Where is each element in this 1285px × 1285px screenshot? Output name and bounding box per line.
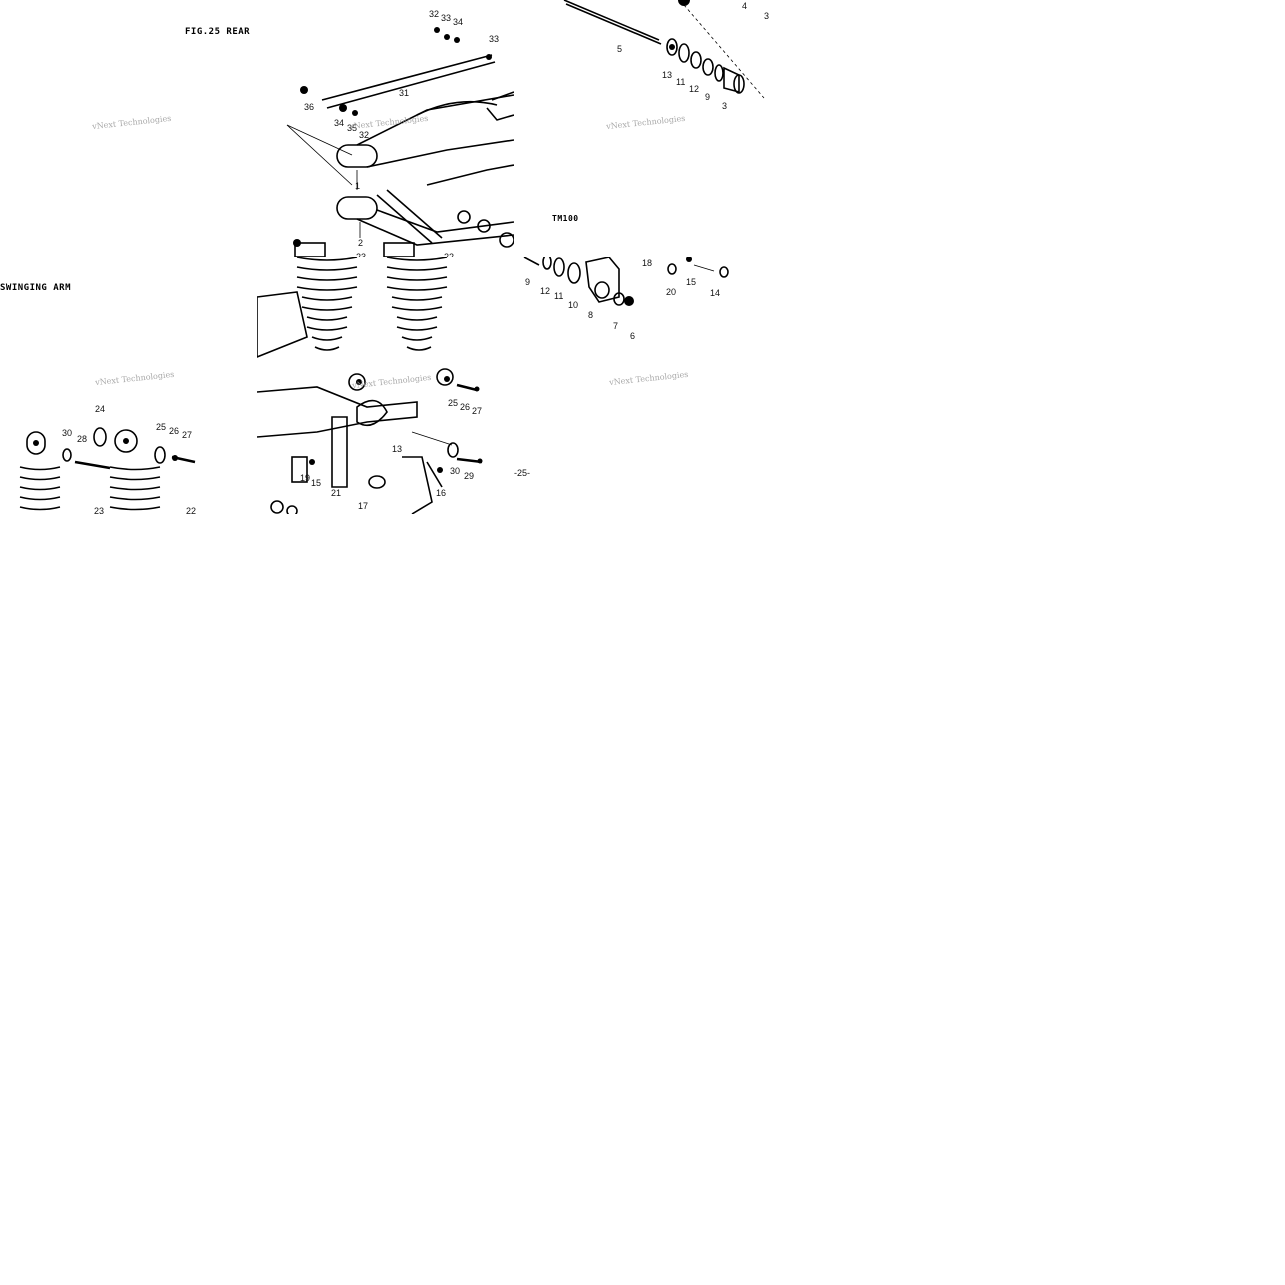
callout: 34 [334,118,345,128]
callout: 32 [359,130,370,140]
callout: 30 [450,466,461,476]
callout: 5 [617,44,623,54]
callout: 25 [156,422,167,432]
callout: 23 [356,252,367,258]
callout: 30 [62,428,73,438]
callout: 9 [705,92,711,102]
callout: 26 [460,402,471,412]
callout: 22 [444,252,455,258]
callout: 16 [436,488,447,498]
callout: 8 [588,310,594,320]
callout: 23 [94,506,105,515]
diagram-tile-bottom-middle: 25 26 27 13 30 29 19 15 21 16 17 vNext T… [257,257,514,514]
callout: 21 [331,488,342,498]
callout: 11 [676,77,686,87]
callout: 29 [464,471,475,481]
callout: 28 [77,434,88,444]
callout: 20 [666,287,677,297]
callout: 26 [169,426,180,436]
callout: 10 [568,300,579,310]
callout: 14 [710,288,721,298]
swinging-arm-drawing [286,27,514,257]
callout: 33 [441,13,452,23]
callout: 27 [472,406,483,416]
callout: 13 [662,70,673,80]
diagram-tile-top-right: 4 3 5 13 11 12 9 3 TM100 vNext Technolog… [514,0,771,257]
callout: 24 [95,404,106,414]
page-number: -25- [514,468,531,478]
diagram-tile-bottom-right: 18 9 12 11 10 8 7 6 20 15 14 vNext Techn… [514,257,771,514]
shock-and-frame-drawing [257,257,483,514]
shock-absorber-drawing [19,427,196,511]
diagram-tile-bottom-left: SWINGING ARM 24 30 28 25 26 27 23 22 vNe… [0,257,257,514]
callout: 2 [358,238,364,248]
callout: 35 [347,123,358,133]
callout: 18 [642,258,653,268]
callout: 15 [311,478,322,488]
callout: 27 [182,430,193,440]
callout: 4 [742,1,748,11]
watermark: vNext Technologies [91,113,172,132]
callout: 3 [764,11,770,21]
callout: 13 [392,444,403,454]
section-title: SWINGING ARM [0,283,72,293]
callout: 19 [300,473,311,483]
callout: 22 [186,506,197,515]
callout: 25 [448,398,459,408]
pivot-shaft-drawing [563,0,765,99]
pivot-bushing-drawing [523,257,729,306]
callout: 15 [686,277,697,287]
callout: 1 [355,181,361,191]
diagram-tile-top-left: FIG.25 REAR vNext Technologies [0,0,257,257]
callout: 33 [489,34,500,44]
model-label: TM100 [552,214,579,223]
callout: 12 [689,84,700,94]
callout: 31 [399,88,410,98]
callout: 32 [429,9,440,19]
callout: 36 [304,102,315,112]
callout: 3 [722,101,728,111]
callout: 9 [525,277,531,287]
callout: 6 [630,331,636,341]
callout: 12 [540,286,551,296]
callout: 17 [358,501,369,511]
callout: 11 [554,291,564,301]
diagram-tile-top-middle: 32 33 34 33 36 31 34 35 32 1 2 23 22 vNe… [257,0,514,257]
figure-title: FIG.25 REAR [185,27,251,37]
callout: 7 [613,321,619,331]
callout: 34 [453,17,464,27]
